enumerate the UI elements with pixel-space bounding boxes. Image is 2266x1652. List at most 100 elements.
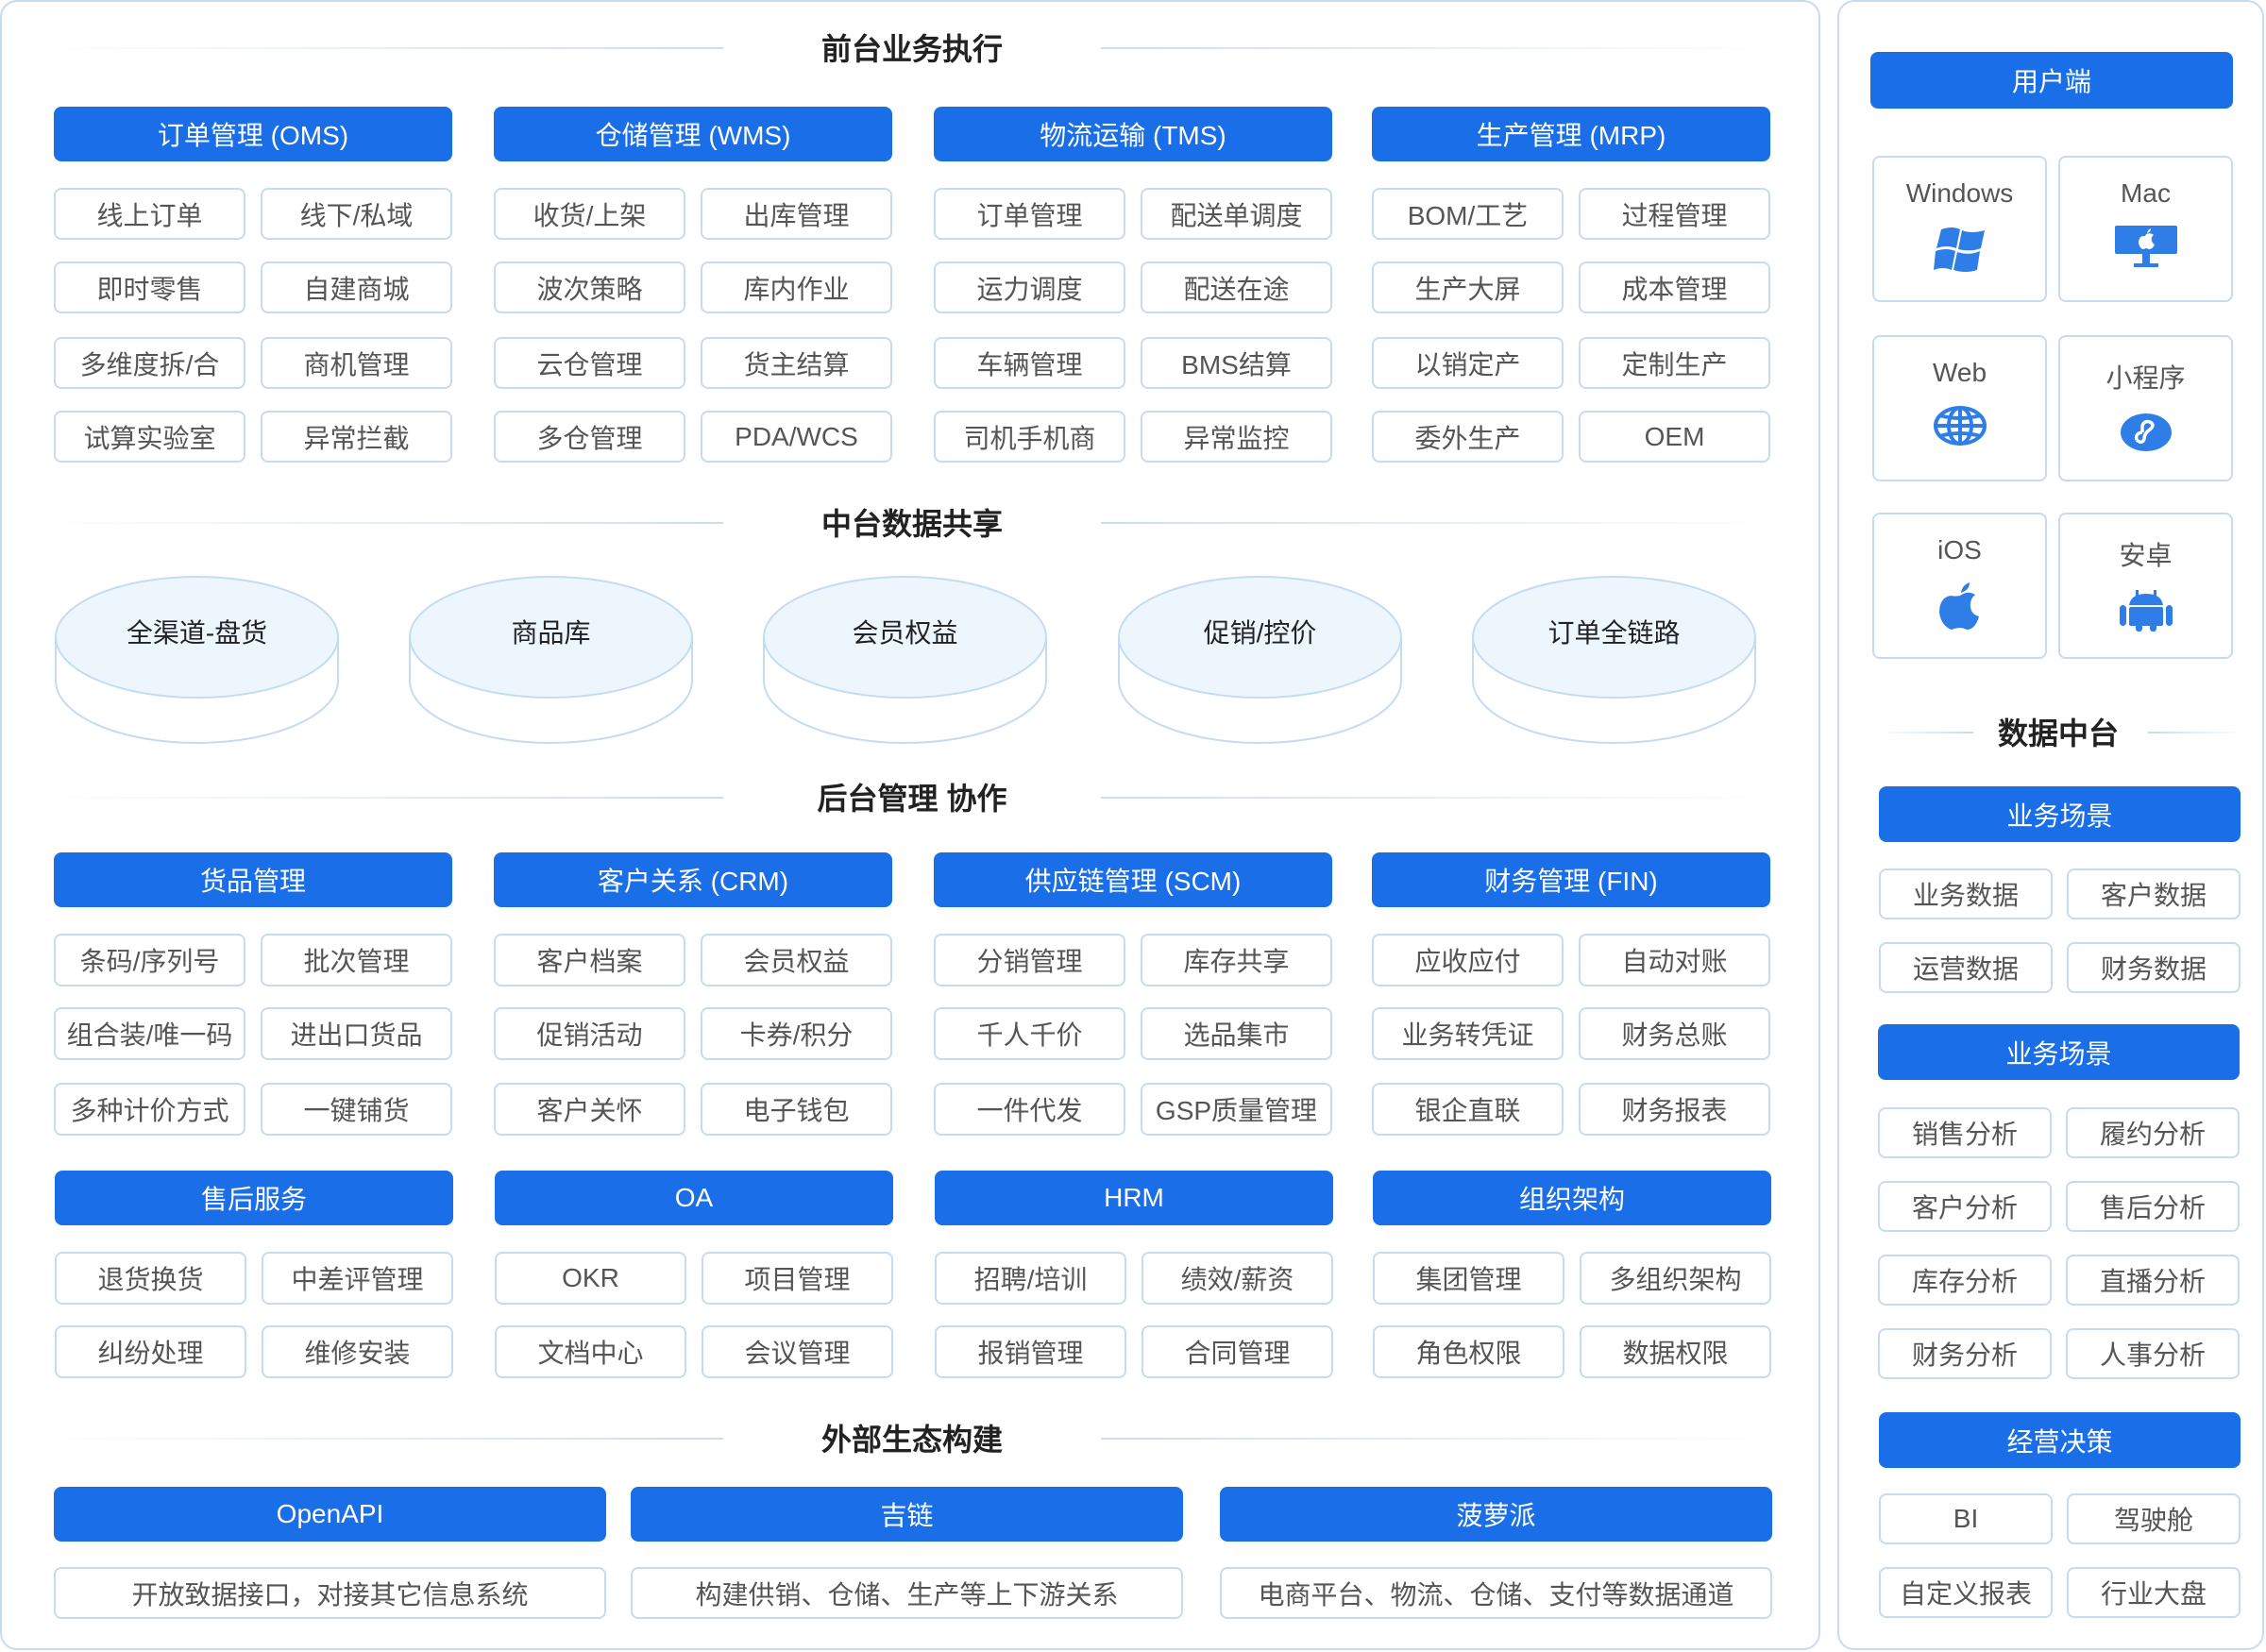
module-item[interactable]: OEM [1579,411,1770,463]
data-item[interactable]: 库存分析 [1878,1255,2052,1306]
module-item[interactable]: 异常监控 [1141,411,1332,463]
platform-tile-apple[interactable]: iOS [1872,513,2047,659]
platform-tile-mini-program[interactable]: 小程序 [2058,335,2233,481]
module-item[interactable]: 批次管理 [261,934,452,986]
data-item[interactable]: BI [1879,1493,2053,1544]
data-group-header[interactable]: 业务场景 [1879,786,2241,842]
module-header[interactable]: OA [495,1171,893,1225]
data-item[interactable]: 财务数据 [2067,942,2241,993]
module-item[interactable]: 过程管理 [1579,188,1770,240]
module-item[interactable]: 异常拦截 [261,411,452,463]
module-item[interactable]: 组合装/唯一码 [54,1007,245,1060]
platform-tile-globe[interactable]: Web [1872,335,2047,481]
module-header[interactable]: 供应链管理 (SCM) [934,852,1332,907]
data-item[interactable]: 业务数据 [1879,868,2053,919]
data-cylinder[interactable]: 促销/控价 [1117,575,1403,745]
data-group-header[interactable]: 业务场景 [1878,1024,2240,1080]
module-item[interactable]: 多组织架构 [1580,1252,1771,1305]
module-item[interactable]: 多种计价方式 [54,1083,245,1136]
module-item[interactable]: 客户关怀 [494,1083,685,1136]
module-item[interactable]: 即时零售 [54,261,245,313]
module-header[interactable]: 财务管理 (FIN) [1372,852,1770,907]
module-item[interactable]: 绩效/薪资 [1141,1252,1333,1305]
module-header[interactable]: HRM [935,1171,1333,1225]
data-cylinder[interactable]: 会员权益 [762,575,1048,745]
module-item[interactable]: 商机管理 [261,337,452,389]
module-item[interactable]: 一件代发 [934,1083,1125,1136]
module-item[interactable]: BMS结算 [1141,337,1332,389]
module-item[interactable]: 试算实验室 [54,411,245,463]
module-header[interactable]: 售后服务 [55,1171,453,1225]
module-item[interactable]: 分销管理 [934,934,1125,986]
ecosystem-header[interactable]: 菠萝派 [1220,1487,1772,1542]
module-item[interactable]: 条码/序列号 [54,934,245,986]
module-item[interactable]: 银企直联 [1372,1083,1564,1136]
data-cylinder[interactable]: 全渠道-盘货 [54,575,340,745]
module-header[interactable]: 生产管理 (MRP) [1372,107,1770,161]
module-item[interactable]: 货主结算 [701,337,892,389]
module-item[interactable]: 财务总账 [1579,1007,1770,1060]
module-item[interactable]: 报销管理 [935,1325,1126,1378]
ecosystem-description[interactable]: 构建供销、仓储、生产等上下游关系 [631,1567,1183,1619]
module-item[interactable]: 线上订单 [54,188,245,240]
module-item[interactable]: 收货/上架 [494,188,685,240]
module-item[interactable]: 数据权限 [1580,1325,1771,1378]
ecosystem-description[interactable]: 开放致据接口，对接其它信息系统 [54,1567,606,1619]
module-item[interactable]: 生产大屏 [1372,261,1564,313]
platform-tile-mac[interactable]: Mac [2058,156,2233,302]
module-item[interactable]: 角色权限 [1373,1325,1564,1378]
module-item[interactable]: 定制生产 [1579,337,1770,389]
module-item[interactable]: 财务报表 [1579,1083,1770,1136]
platform-tile-android[interactable]: 安卓 [2058,513,2233,659]
module-item[interactable]: 以销定产 [1372,337,1564,389]
module-item[interactable]: 退货换货 [55,1252,246,1305]
data-item[interactable]: 履约分析 [2066,1107,2240,1158]
module-item[interactable]: 业务转凭证 [1372,1007,1564,1060]
module-item[interactable]: 成本管理 [1579,261,1770,313]
module-item[interactable]: 配送在途 [1141,261,1332,313]
data-item[interactable]: 售后分析 [2066,1181,2240,1232]
module-item[interactable]: 电子钱包 [701,1083,892,1136]
data-cylinder[interactable]: 商品库 [408,575,694,745]
module-item[interactable]: 线下/私域 [261,188,452,240]
data-item[interactable]: 直播分析 [2066,1255,2240,1306]
module-item[interactable]: OKR [495,1252,686,1305]
module-item[interactable]: 库存共享 [1141,934,1332,986]
module-item[interactable]: 运力调度 [934,261,1125,313]
module-item[interactable]: 招聘/培训 [935,1252,1126,1305]
data-item[interactable]: 行业大盘 [2067,1567,2241,1618]
module-header[interactable]: 订单管理 (OMS) [54,107,452,161]
ecosystem-header[interactable]: 吉链 [631,1487,1183,1542]
data-item[interactable]: 客户数据 [2067,868,2241,919]
module-item[interactable]: 库内作业 [701,261,892,313]
ecosystem-header[interactable]: OpenAPI [54,1487,606,1542]
module-item[interactable]: 多维度拆/合 [54,337,245,389]
module-item[interactable]: 会议管理 [702,1325,893,1378]
module-item[interactable]: BOM/工艺 [1372,188,1564,240]
data-item[interactable]: 销售分析 [1878,1107,2052,1158]
module-item[interactable]: 集团管理 [1373,1252,1564,1305]
data-item[interactable]: 自定义报表 [1879,1567,2053,1618]
module-item[interactable]: 文档中心 [495,1325,686,1378]
module-item[interactable]: 进出口货品 [261,1007,452,1060]
module-item[interactable]: 订单管理 [934,188,1125,240]
module-item[interactable]: 客户档案 [494,934,685,986]
data-item[interactable]: 客户分析 [1878,1181,2052,1232]
module-item[interactable]: 千人千价 [934,1007,1125,1060]
platform-tile-windows[interactable]: Windows [1872,156,2047,302]
module-item[interactable]: 促销活动 [494,1007,685,1060]
module-item[interactable]: 司机手机商 [934,411,1125,463]
data-item[interactable]: 人事分析 [2066,1328,2240,1379]
module-item[interactable]: 项目管理 [702,1252,893,1305]
module-item[interactable]: 中差评管理 [262,1252,453,1305]
module-item[interactable]: 配送单调度 [1141,188,1332,240]
module-item[interactable]: 自动对账 [1579,934,1770,986]
module-header[interactable]: 货品管理 [54,852,452,907]
module-item[interactable]: 纠纷处理 [55,1325,246,1378]
data-cylinder[interactable]: 订单全链路 [1471,575,1757,745]
module-item[interactable]: 委外生产 [1372,411,1564,463]
module-header[interactable]: 物流运输 (TMS) [934,107,1332,161]
module-header[interactable]: 组织架构 [1373,1171,1771,1225]
data-group-header[interactable]: 经营决策 [1879,1412,2241,1468]
module-item[interactable]: 维修安装 [262,1325,453,1378]
